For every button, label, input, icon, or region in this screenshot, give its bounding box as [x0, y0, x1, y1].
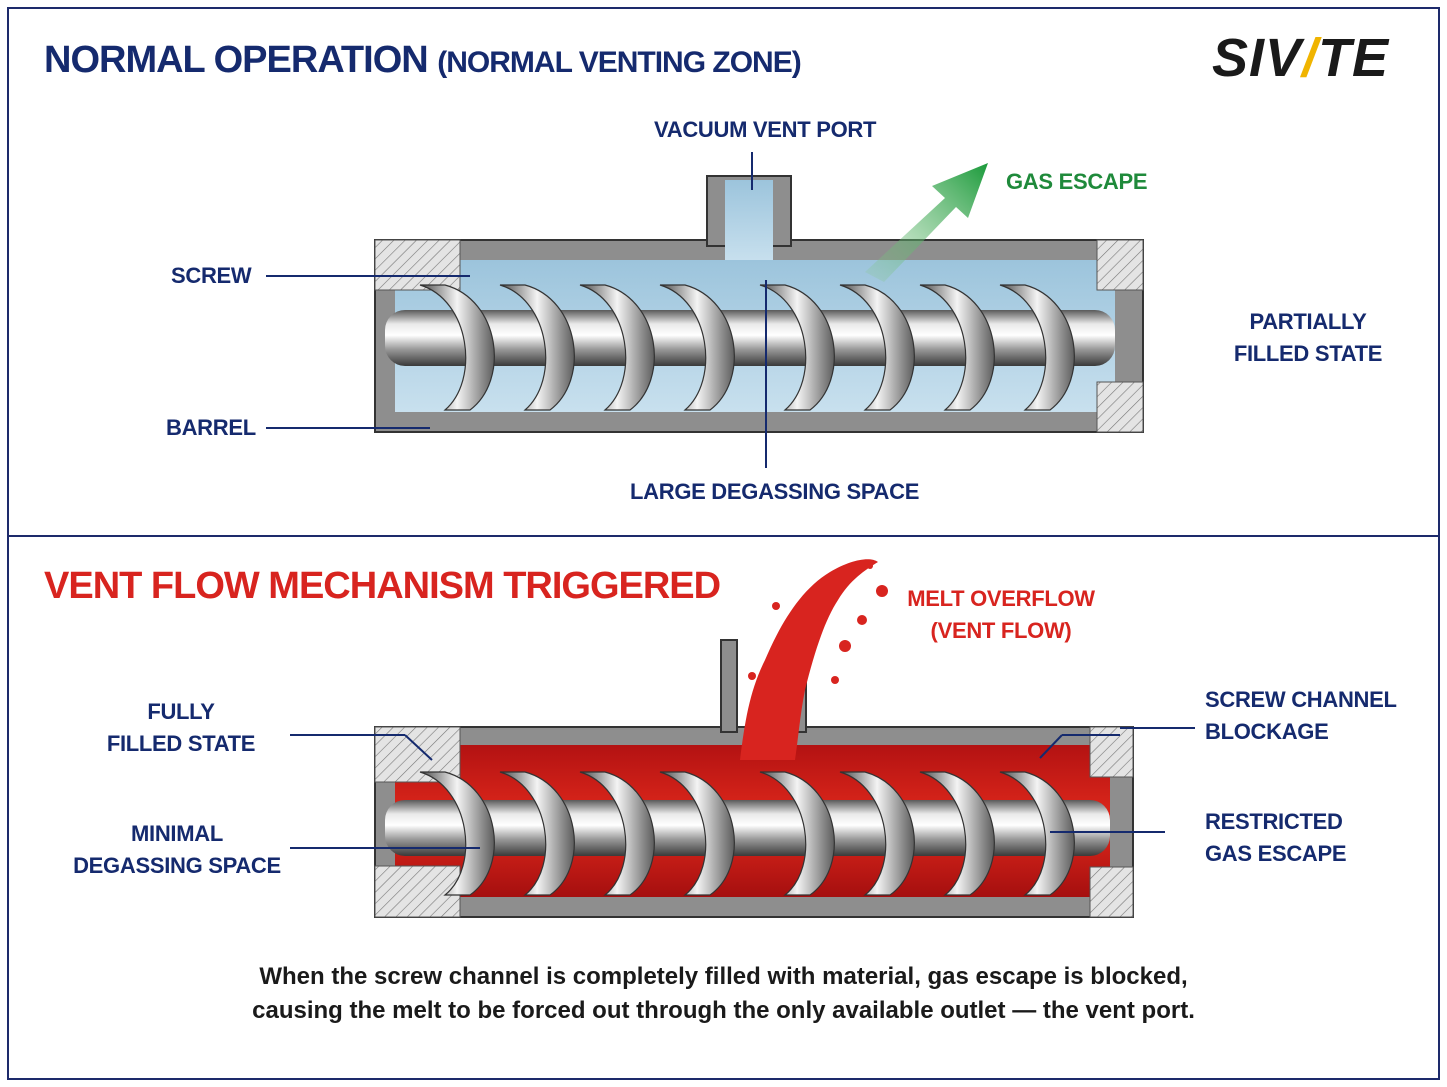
gas-escape-arrow — [865, 163, 988, 282]
label-restricted-gas-escape: RESTRICTED GAS ESCAPE — [1205, 809, 1347, 866]
panel-divider — [7, 535, 1440, 537]
top-hatch-right-upper — [1096, 239, 1144, 291]
top-screw-flights — [419, 284, 1075, 411]
label-minimal-degassing: MINIMAL DEGASSING SPACE — [73, 821, 281, 878]
sivite-logo: SIV/TE — [1212, 28, 1390, 88]
caption-line-2: causing the melt to be forced out throug… — [252, 997, 1195, 1024]
caption-line-1: When the screw channel is completely fil… — [259, 963, 1188, 990]
melt-droplets — [748, 563, 888, 684]
bottom-panel-title: VENT FLOW MECHANISM TRIGGERED — [44, 565, 721, 607]
top-title-sub: (NORMAL VENTING ZONE) — [437, 46, 801, 79]
label-vacuum-vent-port: VACUUM VENT PORT — [654, 117, 877, 142]
label-melt-overflow: MELT OVERFLOW (VENT FLOW) — [907, 586, 1095, 643]
explanation-caption: When the screw channel is completely fil… — [60, 960, 1387, 1028]
bottom-vent-wall-left — [720, 639, 738, 733]
top-extruder — [266, 152, 1144, 468]
bottom-screw-flights — [419, 771, 1075, 896]
top-hatch-left-upper — [374, 239, 461, 291]
label-fully-filled: FULLY FILLED STATE — [106, 699, 256, 756]
top-title-main: NORMAL OPERATION — [44, 39, 429, 81]
label-screw: SCREW — [171, 263, 252, 288]
outer-frame — [7, 7, 1440, 1080]
bottom-hatch-left-lower — [374, 865, 461, 918]
top-vent-gas — [725, 180, 773, 262]
bottom-extruder — [290, 559, 1195, 918]
label-barrel: BARREL — [166, 415, 256, 440]
label-screw-channel-blockage: SCREW CHANNEL BLOCKAGE — [1205, 687, 1397, 744]
label-partially-filled: PARTIALLY FILLED STATE — [1233, 309, 1383, 366]
label-large-degassing-space: LARGE DEGASSING SPACE — [630, 479, 920, 504]
melt-overflow-splash — [740, 559, 878, 760]
top-hatch-right-lower — [1096, 381, 1144, 433]
label-gas-escape: GAS ESCAPE — [1006, 169, 1148, 194]
bottom-hatch-right-lower — [1089, 866, 1134, 918]
top-panel-title: NORMAL OPERATION (NORMAL VENTING ZONE) — [44, 38, 802, 85]
